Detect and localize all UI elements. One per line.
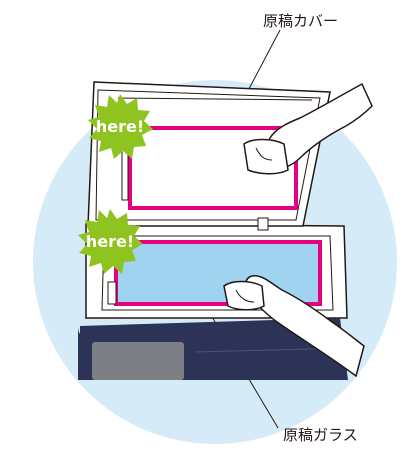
label-document-cover: 原稿カバー <box>263 10 338 31</box>
panel-screen <box>92 342 184 380</box>
here-badge-glass-text: here! <box>86 232 134 251</box>
here-badge-cover-text: here! <box>96 117 144 136</box>
label-document-glass: 原稿ガラス <box>283 424 358 445</box>
